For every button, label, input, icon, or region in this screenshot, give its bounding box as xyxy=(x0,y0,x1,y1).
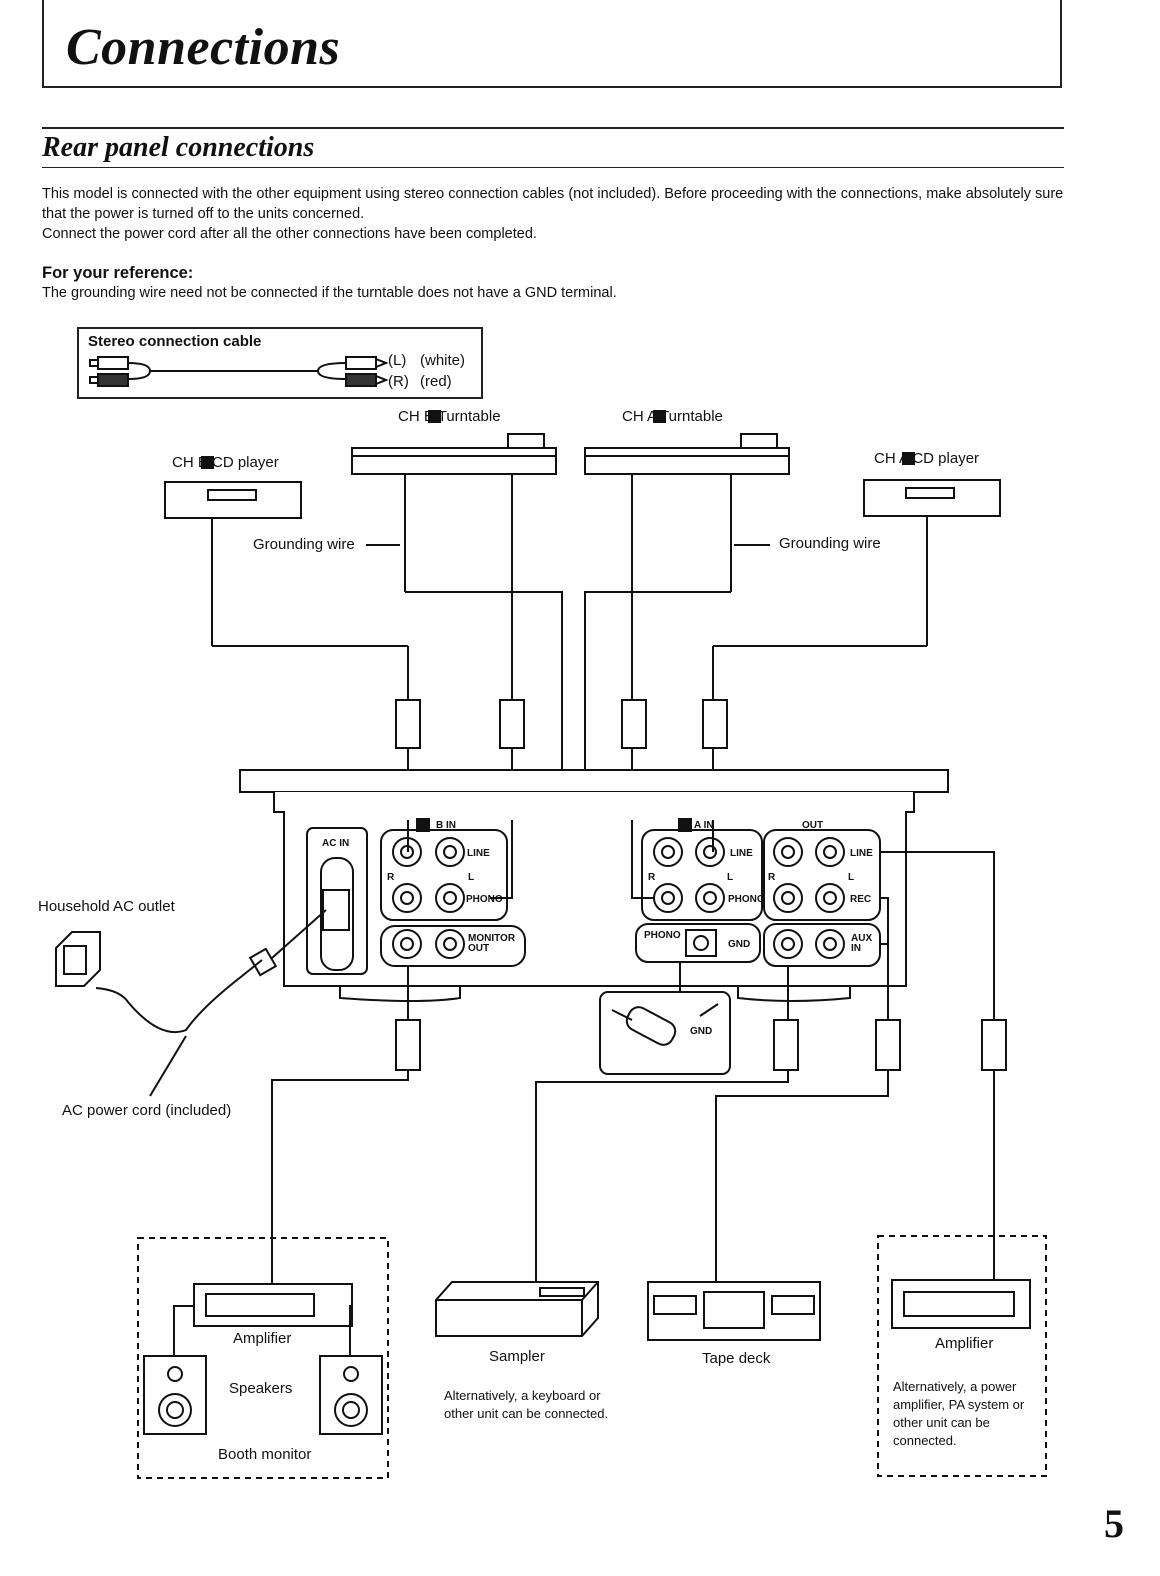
cd-player-a-drawing xyxy=(712,479,1001,700)
right-amplifier-group xyxy=(877,1235,1047,1477)
household-outlet-label: Household AC outlet xyxy=(38,898,175,915)
intro-paragraph-2: Connect the power cord after all the oth… xyxy=(42,226,537,242)
a-line-label: LINE xyxy=(730,848,753,859)
cd-player-b-drawing xyxy=(164,481,409,700)
booth-monitor-label: Booth monitor xyxy=(218,1446,312,1463)
page-title: Connections xyxy=(66,19,341,76)
grounding-wire-right-label: Grounding wire xyxy=(779,535,881,552)
intro-paragraph-1: This model is connected with the other e… xyxy=(42,186,1064,222)
b-line-label: LINE xyxy=(467,848,490,859)
a-l-label: L xyxy=(727,872,734,883)
out-l-label: L xyxy=(848,872,855,883)
aux-in-label: AUX IN xyxy=(851,933,873,954)
speakers-label: Speakers xyxy=(229,1380,293,1397)
gnd-phono-label: PHONO xyxy=(644,930,681,941)
out-r-label: R xyxy=(768,872,776,883)
amplifier-left-label: Amplifier xyxy=(233,1330,292,1347)
a-r-label: R xyxy=(648,872,656,883)
ch-a-cd-label: CH A CD player xyxy=(874,450,980,467)
cable-legend-title: Stereo connection cable xyxy=(88,333,262,350)
sampler-drawing xyxy=(435,1281,599,1337)
tape-deck-label: Tape deck xyxy=(702,1350,771,1367)
b-in-label: B IN xyxy=(436,820,456,831)
out-line-label: LINE xyxy=(850,848,873,859)
section-rule-top xyxy=(42,127,1064,129)
gnd-detail-label: GND xyxy=(690,1026,713,1037)
rec-label: REC xyxy=(850,894,872,905)
rear-panel-drawing xyxy=(239,769,949,1002)
grounding-wire-left-label: Grounding wire xyxy=(253,536,355,553)
title-frame xyxy=(42,0,1062,88)
sampler-note: Alternatively, a keyboard or other unit … xyxy=(444,1388,609,1421)
monitor-out-label: MONITOR OUT xyxy=(468,933,516,954)
reference-text: The grounding wire need not be connected… xyxy=(42,285,617,301)
legend-cable-drawing xyxy=(89,356,389,387)
cable-right-label: (R) xyxy=(388,373,409,390)
b-l-label: L xyxy=(468,872,475,883)
turntable-b-drawing xyxy=(351,433,557,700)
page-number: 5 xyxy=(1104,1501,1124,1546)
cable-legend-box xyxy=(77,327,483,399)
out-label: OUT xyxy=(802,820,824,831)
cable-left-color: (white) xyxy=(420,352,466,369)
section-title: Rear panel connections xyxy=(42,132,315,163)
tape-deck-drawing xyxy=(647,1281,821,1341)
amplifier-note: Alternatively, a power amplifier, PA sys… xyxy=(893,1379,1025,1448)
turntable-a-drawing xyxy=(584,433,790,700)
b-phono-label: PHONO xyxy=(466,894,503,905)
cable-right-color: (red) xyxy=(420,373,452,390)
ch-b-turntable-label: CH B Turntable xyxy=(398,408,501,425)
sampler-label: Sampler xyxy=(489,1348,545,1365)
ch-b-cd-label: CH B CD player xyxy=(172,454,279,471)
output-wiring xyxy=(271,851,1007,1286)
section-rule-bottom xyxy=(42,167,1064,168)
intro-text: This model is connected with the other e… xyxy=(42,184,1072,244)
b-r-label: R xyxy=(387,872,395,883)
power-cord-label: AC power cord (included) xyxy=(62,1102,232,1119)
a-in-label: A IN xyxy=(694,820,714,831)
reference-heading: For your reference: xyxy=(42,264,194,282)
cable-left-label: (L) xyxy=(388,352,407,369)
ch-a-turntable-label: CH A Turntable xyxy=(622,408,723,425)
amplifier-right-label: Amplifier xyxy=(935,1335,994,1352)
gnd-label: GND xyxy=(728,939,751,950)
booth-monitor-group xyxy=(137,1237,389,1479)
gnd-detail-drawing xyxy=(599,962,731,1075)
a-phono-label: PHONO xyxy=(728,894,765,905)
ac-in-label: AC IN xyxy=(322,838,350,849)
ac-outlet-drawing xyxy=(55,909,327,1097)
